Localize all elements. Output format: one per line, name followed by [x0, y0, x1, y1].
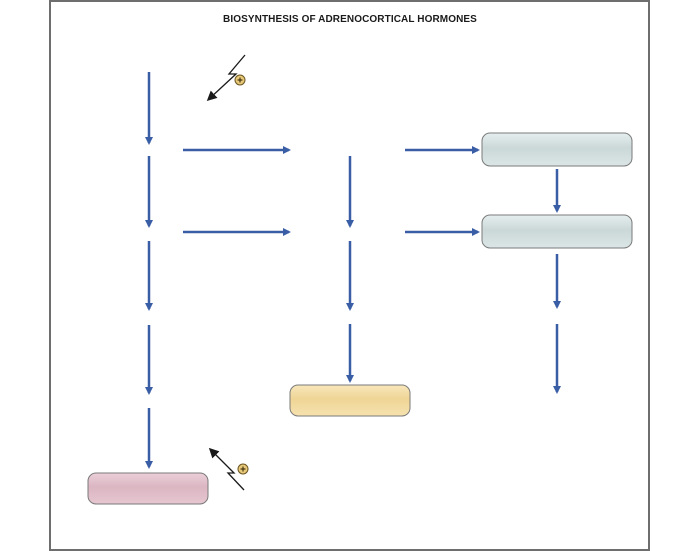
- stimulation-top: [206, 54, 246, 102]
- plus-circle-icon: [237, 463, 249, 475]
- lightning-arrow-top-icon: [206, 54, 246, 102]
- stimulation-bottom: [208, 447, 249, 491]
- horizontal-arrows-right: [405, 146, 480, 236]
- plus-circle-icon: [234, 74, 246, 86]
- lightning-arrow-bottom-icon: [208, 447, 245, 491]
- box-mid-right[interactable]: [481, 214, 633, 249]
- diagram-title: BIOSYNTHESIS OF ADRENOCORTICAL HORMONES: [223, 14, 477, 25]
- box-middle-bottom[interactable]: [289, 384, 411, 417]
- box-top-right[interactable]: [481, 132, 633, 167]
- horizontal-arrows-left: [183, 146, 291, 236]
- box-left-bottom[interactable]: [87, 472, 209, 505]
